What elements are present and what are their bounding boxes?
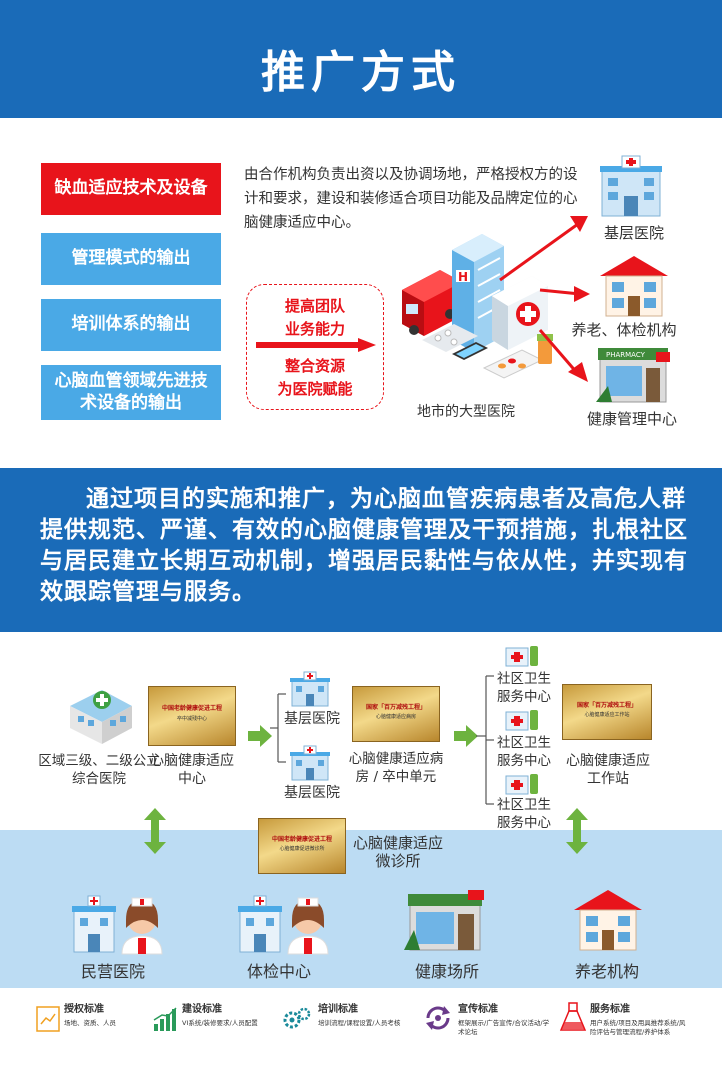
legend-promotion-title: 宣传标准	[458, 1004, 498, 1015]
medical-supplies-icon	[505, 774, 538, 795]
menu-item-training-system[interactable]: 培训体系的输出	[41, 299, 221, 351]
menu-item-advanced-tech[interactable]: 心脑血管领域先进技术设备的输出	[41, 365, 221, 420]
checkup-center-nurse-icon	[238, 895, 329, 955]
clinic-label: 心脑健康适应微诊所	[352, 834, 443, 870]
plaque3-title: 国家「百万减残工程」	[576, 702, 637, 710]
plaque4-sub: 心脑健康促进微诊所	[279, 845, 325, 852]
plaque2-sub: 心脑健康适应病房	[375, 713, 416, 720]
legend-promotion-sub: 框架展示/广告宣传/合议活动/学术论坛	[458, 1019, 550, 1036]
plaque2-title: 国家「百万减残工程」	[365, 704, 426, 712]
green-double-arrow-icon	[566, 808, 588, 854]
plaque3-sub: 心脑健康适应工作站	[584, 711, 630, 718]
page-title: 推广方式	[261, 47, 461, 98]
legend-authorization-title: 授权标准	[64, 1004, 104, 1015]
distribution-arrows-icon	[499, 216, 590, 382]
target-health-management-label: 健康管理中心	[586, 410, 677, 428]
plaque1-sub: 卒中减残中心	[176, 715, 207, 722]
elderly-care-house-icon	[600, 256, 668, 317]
branch-bracket-icon	[270, 693, 286, 763]
large-hospital-label: 地市的大型医院	[417, 404, 515, 420]
red-arrow-icon	[256, 338, 376, 352]
capability-line2: 业务能力	[284, 320, 345, 338]
medical-supplies-icon	[505, 646, 538, 667]
capability-line1: 提高团队	[284, 297, 345, 315]
capability-box: 提高团队 业务能力 整合资源 为医院赋能	[246, 284, 384, 410]
service-flask-icon	[559, 1002, 587, 1031]
legend-construction-sub: VI系统/装修要求/人员配置	[182, 1019, 258, 1027]
center-label: 心脑健康适应中心	[150, 753, 234, 787]
ward-label: 心脑健康适应病房 / 卒中单元	[348, 751, 444, 785]
stroke-center-plaque: 中国老龄健康促进工程 卒中减残中心	[148, 686, 236, 746]
green-arrow-right-icon	[454, 725, 478, 747]
community-1-label: 社区卫生服务中心	[497, 671, 551, 705]
private-hospital-label: 民营医院	[80, 962, 145, 981]
pharmacy-store-icon: PHARMACY	[596, 348, 670, 403]
plaque4-title: 中国老龄健康促进工程	[271, 836, 332, 844]
legend-construction-title: 建设标准	[182, 1004, 222, 1015]
target-basic-hospital-label: 基层医院	[603, 224, 664, 242]
menu-item-ischemia-tech[interactable]: 缺血适应技术及设备	[41, 163, 221, 215]
elderly-care-label: 养老机构	[574, 962, 639, 981]
legend-training-title: 培训标准	[318, 1004, 358, 1015]
menu-item-management-model[interactable]: 管理模式的输出	[41, 233, 221, 285]
summary-band: 通过项目的实施和推广，为心脑血管疾病患者及高危人群提供规范、严谨、有效的心脑健康…	[0, 468, 722, 632]
station-plaque: 国家「百万减残工程」 心脑健康适应工作站	[562, 684, 652, 740]
health-store-icon	[404, 890, 484, 951]
legend-construction: 建设标准 VI系统/装修要求/人员配置	[182, 1000, 258, 1028]
basic-hospital-small-icon	[290, 671, 330, 707]
plaque1-title: 中国老龄健康促进工程	[161, 705, 222, 713]
svg-text:H: H	[458, 270, 468, 284]
checkup-center-label: 体检中心	[246, 962, 311, 981]
regional-hospital-icon	[70, 690, 132, 744]
basic-hospital-icon	[600, 155, 662, 217]
description-text: 由合作机构负责出资以及协调场地，严格授权方的设计和要求，建设和装修适合项目功能及…	[244, 167, 578, 231]
community-2-label: 社区卫生服务中心	[497, 735, 551, 769]
legend-authorization: 授权标准 场地、资质、人员	[64, 1000, 116, 1028]
green-double-arrow-icon	[144, 808, 166, 854]
ward-plaque: 国家「百万减残工程」 心脑健康适应病房	[352, 686, 440, 742]
legend-service-sub: 用户系统/项目及用具推荐系统/风险评估与管理流程/养护体系	[590, 1019, 686, 1036]
capability-line3: 整合资源	[284, 357, 345, 375]
green-arrow-right-icon	[248, 725, 272, 747]
legend-service: 服务标准 用户系统/项目及用具推荐系统/风险评估与管理流程/养护体系	[590, 1000, 690, 1037]
health-venue-label: 健康场所	[414, 962, 479, 981]
basic-hospital-1-label: 基层医院	[284, 711, 340, 727]
large-hospital-illustration-icon: H	[402, 234, 553, 379]
pharmacy-sign-text: PHARMACY	[606, 351, 646, 359]
private-hospital-nurse-icon	[72, 895, 163, 955]
summary-text: 通过项目的实施和推广，为心脑血管疾病患者及高危人群提供规范、严谨、有效的心脑健康…	[40, 486, 688, 605]
legend-service-title: 服务标准	[590, 1004, 630, 1015]
header-banner: 推广方式	[0, 0, 722, 118]
station-label: 心脑健康适应工作站	[566, 753, 650, 787]
capability-line4: 为医院赋能	[277, 380, 353, 398]
medical-supplies-icon	[505, 710, 538, 731]
training-gears-icon	[283, 1007, 311, 1029]
construction-bar-chart-icon	[153, 1007, 177, 1031]
legend-authorization-sub: 场地、资质、人员	[64, 1019, 116, 1027]
elderly-home-icon	[574, 890, 642, 951]
community-bracket-icon	[476, 675, 494, 805]
promotion-cycle-icon	[426, 1006, 450, 1030]
basic-hospital-2-label: 基层医院	[284, 785, 340, 801]
legend-training-sub: 培训流程/课程设置/人员考核	[318, 1019, 401, 1027]
clinic-plaque: 中国老龄健康促进工程 心脑健康促进微诊所	[258, 818, 346, 874]
basic-hospital-small-icon	[290, 745, 330, 781]
legend-promotion: 宣传标准 框架展示/广告宣传/合议活动/学术论坛	[458, 1000, 554, 1037]
authorization-document-icon	[36, 1006, 60, 1032]
regional-hospital-label: 区域三级、二级公立综合医院	[38, 753, 160, 787]
legend-training: 培训标准 培训流程/课程设置/人员考核	[318, 1000, 400, 1028]
community-3-label: 社区卫生服务中心	[497, 797, 551, 831]
target-elderly-care-label: 养老、体检机构	[571, 321, 677, 339]
